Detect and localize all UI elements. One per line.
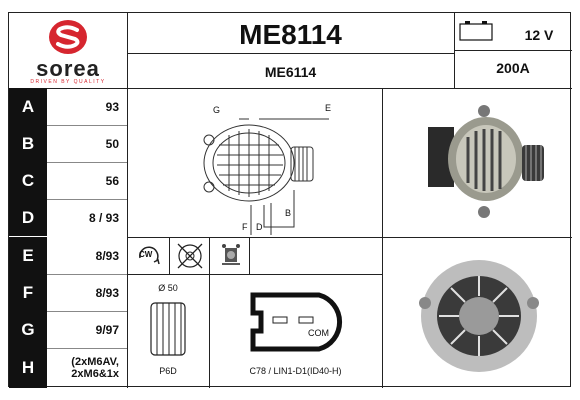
- spec-value-g: 9/97: [95, 322, 119, 337]
- divider: [47, 274, 127, 275]
- fan-crossed-icon: [177, 243, 203, 269]
- alternator-photo-side: [428, 105, 544, 218]
- spec-letter-c: C: [9, 162, 47, 199]
- divider: [209, 237, 210, 388]
- spec-letter-d: D: [9, 199, 47, 236]
- divider: [47, 199, 127, 200]
- divider: [47, 162, 127, 163]
- divider: [382, 88, 383, 388]
- divider: [127, 237, 572, 238]
- divider: [127, 13, 128, 388]
- connector-diagram: [250, 292, 343, 352]
- brand-tagline: DRIVEN BY QUALITY: [30, 79, 106, 85]
- pulley-type: P6D: [159, 366, 177, 376]
- divider: [454, 50, 572, 51]
- divider: [9, 88, 572, 89]
- diagram-label-e: E: [325, 103, 332, 113]
- diagram-label-f: F: [242, 222, 248, 232]
- divider: [47, 348, 127, 349]
- connector-label: COM: [308, 328, 329, 338]
- main-reference: ME8114: [239, 19, 342, 50]
- spec-letter-h: H: [9, 348, 47, 388]
- alternator-line-drawing: [203, 118, 329, 235]
- spec-letter-g: G: [9, 311, 47, 348]
- diagram-label-g: G: [213, 105, 221, 115]
- divider: [47, 311, 127, 312]
- divider: [249, 237, 250, 274]
- brand-name: sorea: [36, 56, 100, 81]
- rotation-label: CW: [139, 250, 153, 259]
- product-sheet: sorea DRIVEN BY QUALITY ME8114 ME6114 12…: [8, 12, 572, 388]
- brand-logo: sorea DRIVEN BY QUALITY: [9, 13, 127, 88]
- divider: [47, 125, 127, 126]
- sorea-s-icon: [49, 20, 87, 54]
- spec-value-b: 50: [105, 136, 119, 151]
- spec-letter-b: B: [9, 125, 47, 162]
- connector-caption: C78 / LIN1-D1(ID40-H): [249, 366, 342, 376]
- pulley-diameter: Ø 50: [158, 283, 178, 293]
- spec-value-d: 8 / 93: [88, 210, 119, 225]
- spec-letter-a: A: [9, 88, 47, 125]
- spec-letter-e: E: [9, 237, 47, 274]
- spec-letter-f: F: [9, 274, 47, 311]
- amperage: 200A: [496, 60, 530, 76]
- spec-value-c: 56: [105, 173, 119, 188]
- spec-value-e: 8/93: [95, 248, 119, 263]
- divider: [127, 274, 382, 275]
- diagram-label-b: B: [285, 208, 292, 218]
- pulley-icon: [150, 302, 186, 356]
- spec-value-h: (2xM6AV, 2xM6&1x: [71, 356, 119, 380]
- sub-reference: ME6114: [264, 64, 317, 80]
- divider: [127, 53, 454, 54]
- spec-value-a: 93: [105, 99, 119, 114]
- rotation-icon: [139, 246, 160, 265]
- alternator-photo-rear: [419, 260, 539, 372]
- divider: [169, 237, 170, 274]
- diagram-label-d: D: [256, 222, 263, 232]
- voltage: 12 V: [524, 27, 554, 43]
- regulator-icon: [222, 244, 240, 265]
- spec-value-f: 8/93: [95, 285, 119, 300]
- battery-icon: [459, 21, 493, 41]
